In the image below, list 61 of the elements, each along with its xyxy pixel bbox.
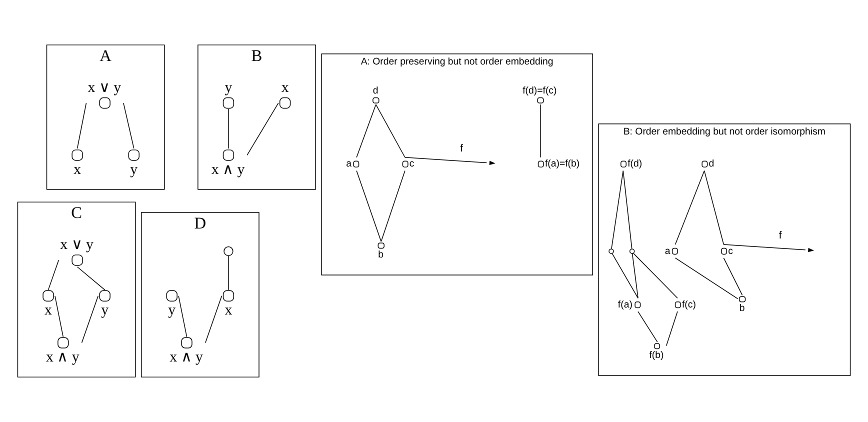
connector: [674, 258, 738, 300]
node-label: y: [130, 162, 138, 178]
node-label: x: [281, 80, 289, 96]
node-label: x: [44, 302, 52, 319]
connector: [76, 266, 106, 290]
node-label: x ∧ y: [211, 162, 245, 178]
edge-label: f: [778, 230, 782, 242]
connector: [638, 311, 658, 342]
node-label: b: [378, 249, 384, 260]
node-label: x ∧ y: [46, 349, 80, 366]
node-label: f(a)=f(b): [544, 158, 580, 170]
node-label: d: [372, 86, 378, 97]
node-label: f(d): [628, 158, 642, 170]
connector: [674, 170, 705, 245]
connector: [228, 108, 229, 149]
connector: [228, 255, 229, 290]
node-label: a: [346, 158, 352, 170]
node-label: c: [728, 246, 733, 257]
edge-label: f: [460, 144, 464, 155]
connector: [123, 102, 134, 149]
node-label: d: [708, 158, 714, 170]
connector: [723, 258, 743, 296]
connector: [633, 252, 678, 298]
node-label: x: [224, 302, 232, 319]
arrow: [404, 157, 496, 166]
node-label: x: [74, 162, 82, 178]
connector: [611, 170, 624, 250]
connector: [666, 311, 678, 346]
node-label: x ∧ y: [170, 349, 203, 366]
node-label: y: [168, 302, 176, 319]
node-circle: [608, 248, 614, 254]
node-label: a: [664, 246, 670, 257]
node-label: x ∨ y: [60, 236, 94, 253]
connector: [246, 102, 279, 156]
node-label: b: [739, 303, 745, 314]
connector: [48, 260, 60, 290]
connector: [76, 102, 87, 149]
node-label: f(a): [618, 299, 632, 310]
connector: [632, 253, 638, 298]
node-circle: [224, 246, 234, 256]
connector: [612, 253, 638, 298]
connector: [356, 170, 382, 242]
node-label: f(c): [682, 299, 696, 310]
connector: [622, 170, 632, 250]
node-label: c: [409, 158, 414, 170]
connector: [376, 104, 406, 158]
node-label: f(b): [649, 350, 664, 361]
node-label: x ∨ y: [88, 80, 122, 96]
connector: [380, 170, 406, 242]
node-label: f(d)=f(c): [522, 86, 557, 97]
connector: [356, 104, 376, 158]
node-label: y: [224, 80, 232, 96]
connector: [540, 104, 541, 158]
connector: [54, 296, 64, 338]
connector: [178, 296, 188, 338]
arrow: [723, 244, 814, 252]
node-circle: [629, 248, 635, 254]
connector: [205, 296, 222, 344]
node-label: y: [101, 302, 109, 319]
connector: [704, 170, 724, 245]
connector: [81, 296, 99, 344]
